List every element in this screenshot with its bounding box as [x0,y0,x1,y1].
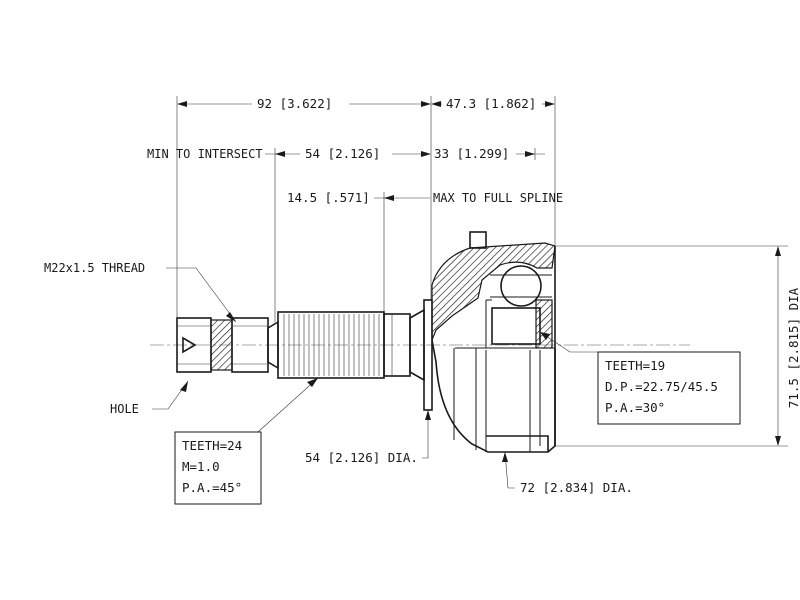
abs-boss [469,231,487,249]
dim-flange-dia: 72 [2.834] DIA. [520,480,633,495]
spline-teeth [283,314,380,376]
inner-spline-teeth: TEETH=24 [182,438,242,453]
inner-spline-module: M=1.0 [182,459,220,474]
seal-ring [423,299,433,411]
dim-seal-dia: 54 [2.126] DIA. [305,450,418,465]
dimension-lines [152,96,788,489]
ball [500,265,542,307]
dim-spline-offset: 33 [1.299] [434,146,509,161]
part-outline [150,231,690,453]
nut-section [210,319,233,371]
dim-outer-dia: 71.5 [2.815] DIA [786,287,800,408]
outer-spline-spec-box: TEETH=19 D.P.=22.75/45.5 P.A.=30° [597,351,741,425]
inner-race [491,307,541,345]
bell-housing-section [431,242,556,341]
dim-overall-length: 92 [3.622] [257,96,332,111]
label-thread: M22x1.5 THREAD [44,261,145,275]
cotter-hole [182,336,197,354]
dim-spline-start: 14.5 [.571] [287,190,370,205]
base-band [486,435,549,452]
outer-spline-pressure-angle: P.A.=30° [605,400,665,415]
inner-spline-pressure-angle: P.A.=45° [182,480,242,495]
label-max-to-full-spline: MAX TO FULL SPLINE [433,191,563,205]
dim-outer-length: 47.3 [1.862] [446,96,536,111]
dim-shaft-length: 54 [2.126] [305,146,380,161]
outer-race [431,339,556,453]
label-hole: HOLE [110,402,139,416]
label-min-to-intersect: MIN TO INTERSECT [147,147,263,161]
outer-spline-dp: D.P.=22.75/45.5 [605,379,718,394]
inner-spline-spec-box: TEETH=24 M=1.0 P.A.=45° [174,431,262,505]
outer-spline-teeth: TEETH=19 [605,358,665,373]
